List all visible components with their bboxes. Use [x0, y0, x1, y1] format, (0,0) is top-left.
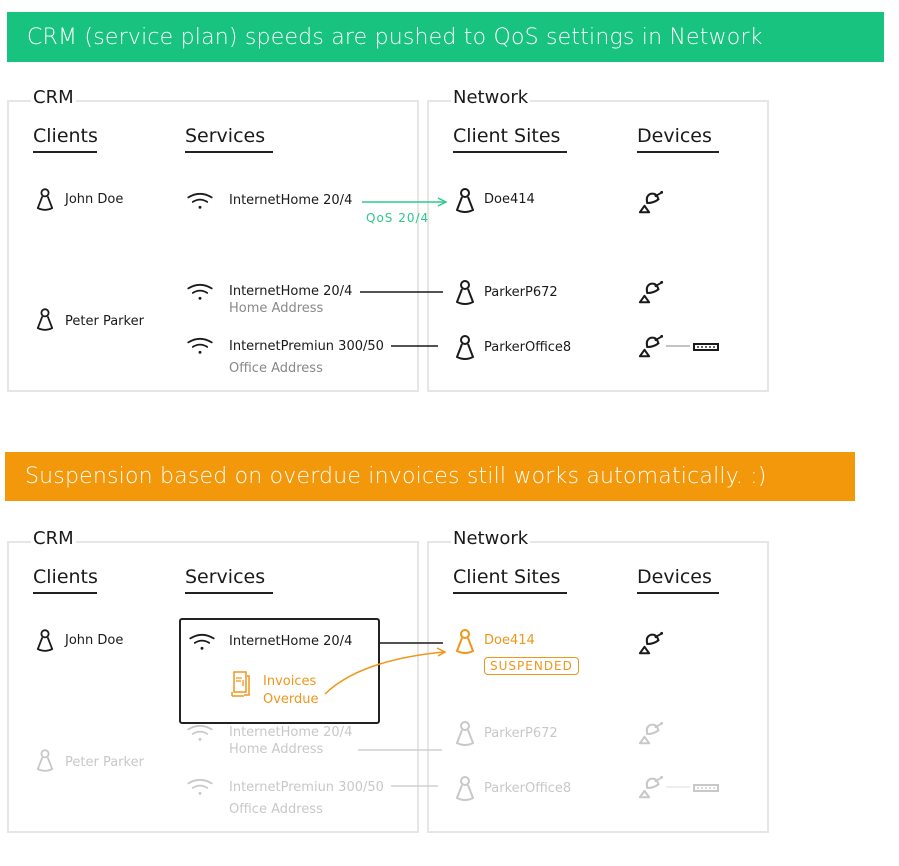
service-address: Office Address [229, 802, 323, 817]
service-address: Office Address [229, 361, 323, 376]
client-john-doe: John Doe [65, 633, 124, 648]
site-parkerp672: ParkerP672 [484, 285, 558, 300]
overdue-service-box [179, 618, 380, 724]
site-parkeroffice8: ParkerOffice8 [484, 781, 572, 796]
crm-panel [7, 100, 419, 392]
service-label: InternetHome 20/4 [229, 193, 353, 208]
service-address: Home Address [229, 742, 324, 757]
service-address: Home Address [229, 301, 324, 316]
connectors-diagram1 [360, 197, 690, 347]
person-icon [455, 776, 475, 802]
client-john-doe: John Doe [65, 192, 124, 207]
satellite-dish-icon [638, 775, 664, 801]
clients-header: Clients [33, 566, 98, 594]
service-label: InternetHome 20/4 [229, 634, 353, 649]
qos-banner: CRM (service plan) speeds are pushed to … [7, 12, 884, 62]
devices-header: Devices [637, 125, 719, 153]
client-peter-parker: Peter Parker [65, 314, 144, 329]
client-sites-header: Client Sites [453, 125, 567, 153]
service-label: InternetHome 20/4 [229, 284, 353, 299]
person-icon [455, 629, 475, 655]
qos-arrow-head [437, 197, 448, 207]
overdue-arrow-head [436, 647, 447, 657]
site-parkeroffice8: ParkerOffice8 [484, 340, 572, 355]
clients-header: Clients [33, 125, 98, 153]
network-panel-title: Network [451, 528, 531, 549]
overdue-arrow-curve [324, 651, 445, 695]
client-sites-header: Client Sites [453, 566, 567, 594]
router-icon [693, 783, 719, 793]
services-header: Services [185, 566, 273, 594]
person-icon [455, 721, 475, 747]
site-doe414: Doe414 [484, 633, 535, 648]
network-panel [427, 541, 769, 833]
devices-header: Devices [637, 566, 719, 594]
crm-panel-title: CRM [31, 87, 76, 108]
suspended-badge: SUSPENDED [484, 657, 579, 675]
services-header: Services [185, 125, 273, 153]
qos-banner-text: CRM (service plan) speeds are pushed to … [27, 24, 763, 50]
site-doe414: Doe414 [484, 192, 535, 207]
network-panel [427, 100, 769, 392]
service-label: InternetPremiun 300/50 [229, 780, 384, 795]
crm-panel-title: CRM [31, 528, 76, 549]
service-label: InternetPremiun 300/50 [229, 339, 384, 354]
suspension-banner: Suspension based on overdue invoices sti… [5, 452, 855, 501]
suspension-banner-text: Suspension based on overdue invoices sti… [25, 464, 767, 489]
qos-label: QoS 20/4 [366, 211, 430, 225]
satellite-dish-icon [638, 631, 664, 657]
site-parkerp672: ParkerP672 [484, 726, 558, 741]
overdue-label: Overdue [263, 692, 319, 707]
satellite-dish-icon [638, 721, 664, 747]
crm-panel [7, 541, 419, 833]
network-panel-title: Network [451, 87, 531, 108]
service-label: InternetHome 20/4 [229, 725, 353, 740]
invoices-label: Invoices [263, 674, 317, 689]
client-peter-parker: Peter Parker [65, 755, 144, 770]
